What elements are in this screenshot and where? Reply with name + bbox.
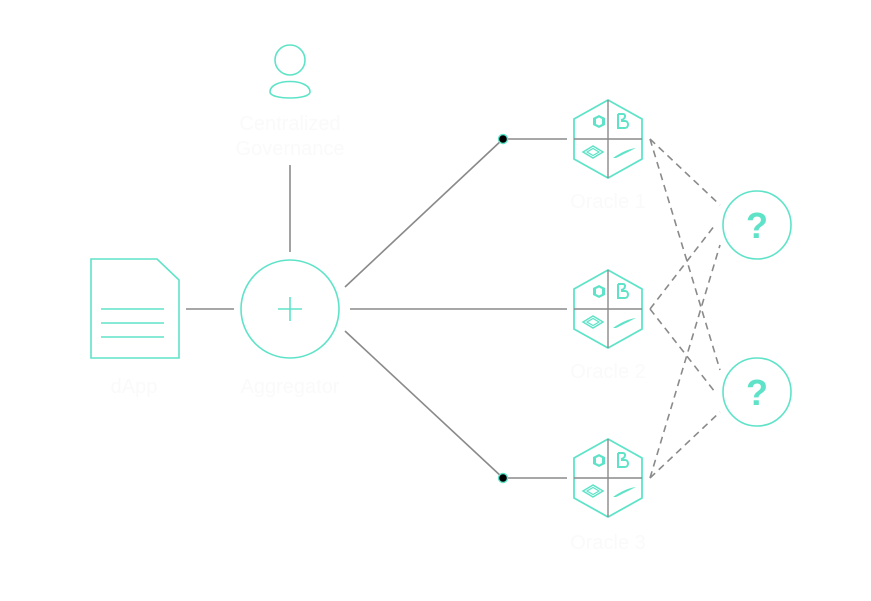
unknown-circle [722, 357, 792, 427]
oracle-hexagon-icon [573, 99, 643, 179]
oracle1-to-unknown2-link [649, 138, 721, 371]
aggregator-label: Aggregator [241, 376, 340, 398]
oracle3-to-unknown2-link [649, 411, 721, 479]
question-icon: ? [746, 372, 768, 413]
governance-label: Centralized [239, 113, 340, 135]
oracle2-to-unknown1-link [649, 224, 716, 310]
oracle-hexagon-icon [573, 269, 643, 349]
junction-dot [497, 472, 509, 484]
oracle-label: Oracle 1 [570, 191, 646, 213]
unknown-node[interactable]: ? [722, 357, 792, 427]
plus-icon [278, 297, 302, 321]
oracle-node[interactable]: Oracle 1 [570, 99, 646, 213]
user-icon [269, 44, 311, 99]
governance-node[interactable]: Centralized Governance [236, 44, 345, 160]
oracle-node[interactable]: Oracle 3 [570, 438, 646, 554]
oracle3-to-unknown1-link [649, 244, 721, 479]
oracle1-to-unknown1-link [649, 138, 721, 206]
oracle-label: Oracle 3 [570, 532, 646, 554]
unknown-circle [722, 190, 792, 260]
dapp-node[interactable]: dApp [90, 258, 180, 398]
governance-label-line2: Governance [236, 138, 345, 160]
oracle-hexagon-icon [573, 438, 643, 518]
aggregator-circle [240, 259, 340, 359]
question-icon: ? [746, 205, 768, 246]
aggregator-node[interactable]: Aggregator [240, 259, 340, 398]
dapp-label: dApp [111, 376, 158, 398]
document-icon [90, 258, 180, 359]
aggregator-to-oracle1-line [344, 138, 504, 288]
junction-dot [497, 133, 509, 145]
oracle-label: Oracle 2 [570, 361, 646, 383]
dashed-links [649, 138, 721, 479]
oracle2-to-unknown2-link [649, 308, 716, 393]
unknown-node[interactable]: ? [722, 190, 792, 260]
aggregator-to-oracle3-line [344, 330, 504, 479]
connectors [186, 138, 567, 479]
oracle-node[interactable]: Oracle 2 [570, 269, 646, 383]
